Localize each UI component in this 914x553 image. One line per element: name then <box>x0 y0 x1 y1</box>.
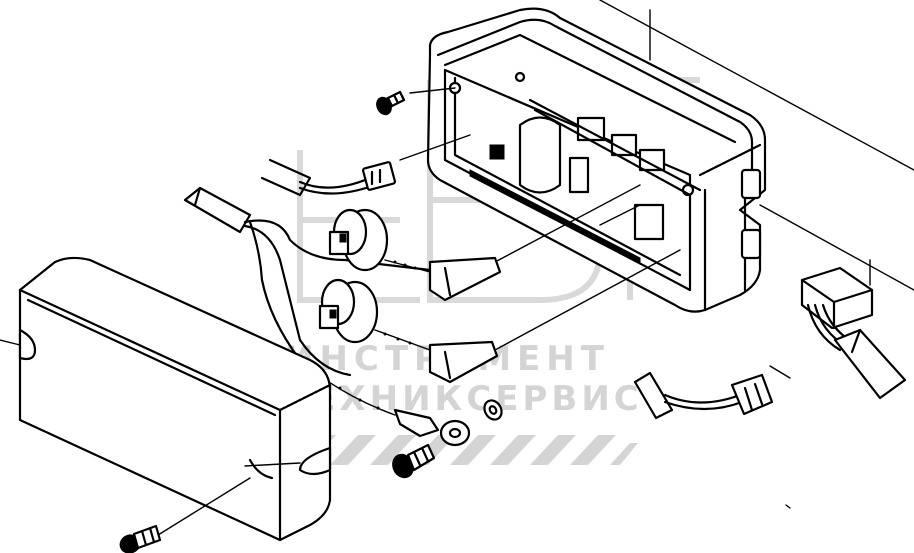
screw-housing <box>376 90 406 116</box>
internal-terminal-2 <box>610 133 638 157</box>
ferrite-core-upper <box>328 208 389 272</box>
internal-block <box>633 203 665 241</box>
wire-harness <box>183 186 502 438</box>
housing-clip-lower <box>740 228 762 260</box>
screw-ground <box>392 443 436 479</box>
reference-lines <box>599 0 914 291</box>
connector-lower <box>633 371 774 420</box>
housing-hole <box>514 71 526 83</box>
ground-ring-terminal <box>439 419 471 447</box>
internal-coil <box>518 116 562 194</box>
ferrite-core-lower <box>318 278 379 344</box>
internal-marker <box>489 144 505 160</box>
screw-cover <box>119 524 162 553</box>
terminal-lower <box>374 329 499 384</box>
internal-terminal-3 <box>638 148 666 172</box>
washer <box>483 399 503 421</box>
connector-upper <box>260 158 397 197</box>
cover <box>0 256 332 542</box>
housing <box>426 7 767 313</box>
misc-marks <box>785 504 791 509</box>
connector-right <box>800 266 907 400</box>
internal-capacitor <box>568 156 590 194</box>
terminal-upper <box>384 256 502 302</box>
watermark-line2: ТЕХНИКСЕРВИС <box>285 379 643 419</box>
assembly-lines <box>399 87 791 379</box>
housing-clip-upper <box>740 168 762 200</box>
